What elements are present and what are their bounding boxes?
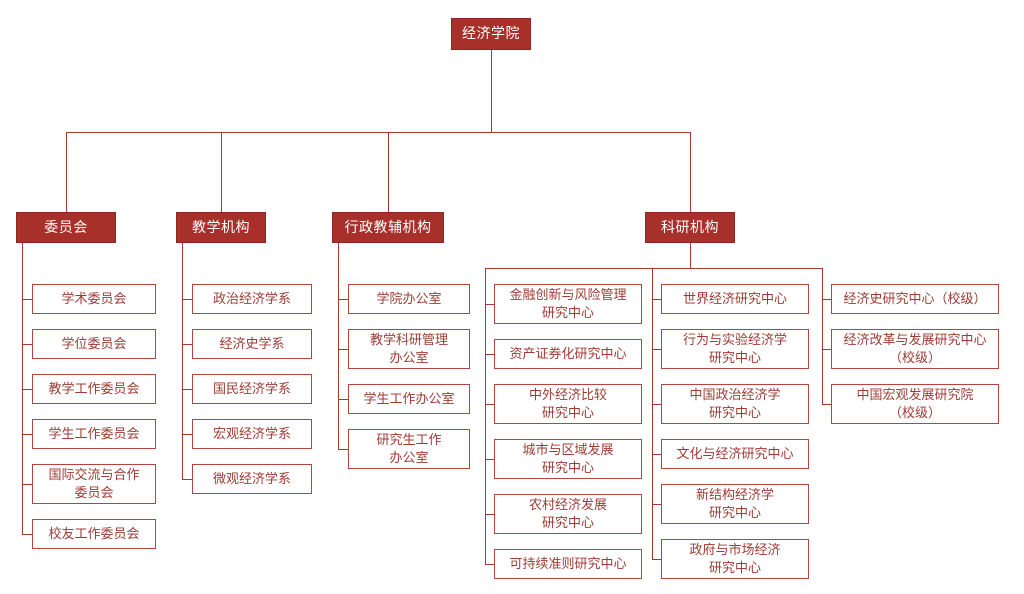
branch-stem-committees xyxy=(66,132,67,212)
leaf-connector xyxy=(182,434,192,435)
leaf-connector xyxy=(22,299,32,300)
column-trunk xyxy=(338,243,339,449)
leaf-connector xyxy=(485,514,494,515)
leaf-node-中国政治经济学研究中心[interactable]: 中国政治经济学 研究中心 xyxy=(661,384,809,424)
leaf-connector xyxy=(652,454,661,455)
leaf-connector xyxy=(485,564,494,565)
branch-node-科研机构[interactable]: 科研机构 xyxy=(645,212,735,243)
level2-bus xyxy=(66,132,690,133)
leaf-node-经济改革与发展研究中心（校级）[interactable]: 经济改革与发展研究中心 （校级） xyxy=(831,329,999,369)
leaf-connector xyxy=(485,304,494,305)
leaf-connector xyxy=(182,344,192,345)
leaf-connector xyxy=(652,299,661,300)
leaf-connector xyxy=(338,449,348,450)
leaf-node-校友工作委员会[interactable]: 校友工作委员会 xyxy=(32,519,156,549)
branch-drop-research xyxy=(690,243,691,268)
leaf-node-金融创新与风险管理研究中心[interactable]: 金融创新与风险管理 研究中心 xyxy=(494,284,642,324)
leaf-connector xyxy=(22,434,32,435)
leaf-node-学术委员会[interactable]: 学术委员会 xyxy=(32,284,156,314)
leaf-connector xyxy=(485,354,494,355)
leaf-connector xyxy=(22,344,32,345)
leaf-node-研究生工作办公室[interactable]: 研究生工作 办公室 xyxy=(348,429,470,469)
leaf-connector xyxy=(338,299,348,300)
leaf-connector xyxy=(182,479,192,480)
leaf-node-学生工作办公室[interactable]: 学生工作办公室 xyxy=(348,384,470,414)
column-trunk xyxy=(485,268,486,564)
branch-node-行政教辅机构[interactable]: 行政教辅机构 xyxy=(332,212,444,243)
leaf-node-政府与市场经济研究中心[interactable]: 政府与市场经济 研究中心 xyxy=(661,539,809,579)
branch-node-教学机构[interactable]: 教学机构 xyxy=(176,212,266,243)
leaf-node-行为与实验经济学研究中心[interactable]: 行为与实验经济学 研究中心 xyxy=(661,329,809,369)
leaf-node-教学工作委员会[interactable]: 教学工作委员会 xyxy=(32,374,156,404)
branch-stem-administrative xyxy=(388,132,389,212)
root-node-经济学院[interactable]: 经济学院 xyxy=(451,18,531,50)
research-sub-bus xyxy=(485,268,822,269)
branch-stem-research xyxy=(690,132,691,212)
leaf-node-资产证券化研究中心[interactable]: 资产证券化研究中心 xyxy=(494,339,642,369)
leaf-node-中外经济比较研究中心[interactable]: 中外经济比较 研究中心 xyxy=(494,384,642,424)
leaf-node-学生工作委员会[interactable]: 学生工作委员会 xyxy=(32,419,156,449)
leaf-connector xyxy=(338,399,348,400)
leaf-connector xyxy=(652,504,661,505)
column-trunk xyxy=(22,243,23,534)
leaf-node-国民经济学系[interactable]: 国民经济学系 xyxy=(192,374,312,404)
leaf-node-经济史学系[interactable]: 经济史学系 xyxy=(192,329,312,359)
leaf-connector xyxy=(182,299,192,300)
leaf-connector xyxy=(822,299,831,300)
leaf-node-新结构经济学研究中心[interactable]: 新结构经济学 研究中心 xyxy=(661,484,809,524)
leaf-node-学位委员会[interactable]: 学位委员会 xyxy=(32,329,156,359)
leaf-connector xyxy=(338,349,348,350)
leaf-node-宏观经济学系[interactable]: 宏观经济学系 xyxy=(192,419,312,449)
column-trunk xyxy=(822,268,823,404)
column-trunk xyxy=(652,268,653,559)
leaf-node-可持续准则研究中心[interactable]: 可持续准则研究中心 xyxy=(494,549,642,579)
leaf-node-中国宏观发展研究院（校级）[interactable]: 中国宏观发展研究院 （校级） xyxy=(831,384,999,424)
leaf-connector xyxy=(822,404,831,405)
leaf-node-文化与经济研究中心[interactable]: 文化与经济研究中心 xyxy=(661,439,809,469)
leaf-connector xyxy=(22,484,32,485)
leaf-node-农村经济发展研究中心[interactable]: 农村经济发展 研究中心 xyxy=(494,494,642,534)
leaf-node-世界经济研究中心[interactable]: 世界经济研究中心 xyxy=(661,284,809,314)
leaf-node-政治经济学系[interactable]: 政治经济学系 xyxy=(192,284,312,314)
leaf-connector xyxy=(652,559,661,560)
leaf-connector xyxy=(652,349,661,350)
leaf-node-学院办公室[interactable]: 学院办公室 xyxy=(348,284,470,314)
leaf-connector xyxy=(485,404,494,405)
branch-stem-teaching xyxy=(221,132,222,212)
leaf-node-经济史研究中心（校级）[interactable]: 经济史研究中心（校级） xyxy=(831,284,999,314)
column-trunk xyxy=(182,243,183,479)
leaf-node-教学科研管理办公室[interactable]: 教学科研管理 办公室 xyxy=(348,329,470,369)
leaf-connector xyxy=(652,404,661,405)
leaf-connector xyxy=(22,534,32,535)
leaf-connector xyxy=(22,389,32,390)
branch-node-委员会[interactable]: 委员会 xyxy=(16,212,116,243)
leaf-connector xyxy=(822,349,831,350)
leaf-node-微观经济学系[interactable]: 微观经济学系 xyxy=(192,464,312,494)
leaf-node-国际交流与合作委员会[interactable]: 国际交流与合作 委员会 xyxy=(32,464,156,504)
leaf-connector xyxy=(182,389,192,390)
leaf-node-城市与区域发展研究中心[interactable]: 城市与区域发展 研究中心 xyxy=(494,439,642,479)
leaf-connector xyxy=(485,459,494,460)
root-stem xyxy=(491,50,492,132)
